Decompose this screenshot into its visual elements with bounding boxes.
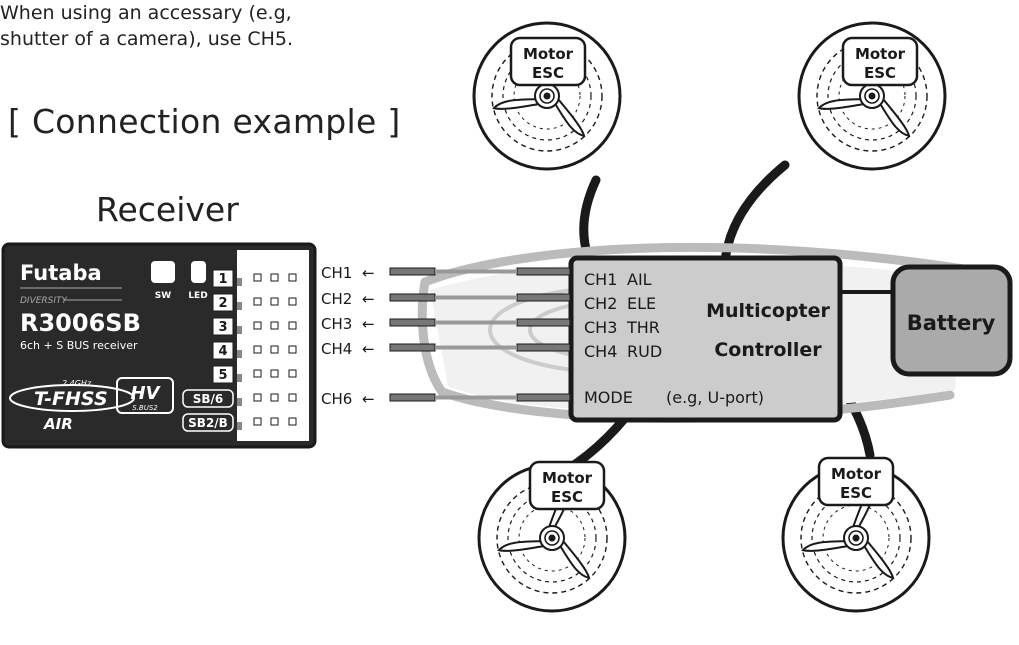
port-sb2b: SB2/B — [188, 416, 228, 430]
svg-text:ESC: ESC — [551, 488, 583, 506]
svg-text:ESC: ESC — [864, 64, 896, 82]
svg-text:Motor: Motor — [831, 465, 882, 483]
port-2: 2 — [218, 296, 227, 311]
channel-label-ch2: CH2 — [321, 290, 352, 308]
motor-esc-label-4: Motor ESC — [817, 456, 895, 507]
receiver-brand: Futaba — [20, 261, 102, 285]
controller-input-ail: AIL — [627, 270, 652, 289]
receiver: Futaba DIVERSITY R3006SB 6ch + S BUS rec… — [1, 242, 317, 449]
receiver-heading: Receiver — [96, 190, 239, 229]
note-line-1: When using an accessary (e.g, — [0, 2, 292, 24]
port-3: 3 — [218, 320, 227, 335]
port-4: 4 — [218, 344, 227, 359]
receiver-diversity: DIVERSITY — [20, 296, 69, 306]
receiver-pin-grid — [253, 273, 297, 426]
receiver-air: AIR — [43, 415, 73, 433]
svg-text:ESC: ESC — [840, 484, 872, 502]
svg-text:ESC: ESC — [532, 64, 564, 82]
channel-label-ch4: CH4 — [321, 340, 352, 358]
arrow-icon: ← — [362, 315, 375, 333]
controller-input-ch4: CH4 — [584, 342, 617, 361]
multicopter-controller: CH1 AIL CH2 ELE CH3 THR CH4 RUD MODE (e.… — [568, 255, 843, 423]
channel-label-ch1: CH1 — [321, 264, 352, 282]
sw-label: SW — [155, 291, 171, 301]
channel-cables — [389, 267, 571, 402]
page-title: [ Connection example ] — [8, 102, 401, 141]
battery: Battery — [890, 264, 1013, 377]
note-line-2: shutter of a camera), use CH5. — [0, 28, 294, 50]
accessory-note: When using an accessary (e.g, shutter of… — [0, 0, 1019, 52]
controller-input-thr: THR — [626, 318, 660, 337]
arrow-icon: ← — [362, 340, 375, 358]
controller-input-rud: RUD — [627, 342, 662, 361]
arrow-icon: ← — [362, 264, 375, 282]
motor-esc-label-1: Motor ESC — [509, 36, 587, 87]
receiver-sbus2: S.BUS2 — [132, 404, 158, 412]
svg-text:Motor: Motor — [523, 45, 574, 63]
port-5: 5 — [218, 368, 227, 383]
controller-input-ele: ELE — [627, 294, 656, 313]
receiver-description: 6ch + S BUS receiver — [20, 339, 138, 352]
arrow-icon: ← — [362, 390, 375, 408]
svg-text:Battery: Battery — [907, 311, 996, 335]
motor-esc-label-2: Motor ESC — [841, 36, 919, 87]
svg-text:Motor: Motor — [855, 45, 906, 63]
port-1: 1 — [218, 272, 227, 287]
arrow-icon: ← — [362, 290, 375, 308]
controller-input-ch1: CH1 — [584, 270, 617, 289]
receiver-port-labels: 1 2 3 4 5 SB/6 SB2/B — [182, 269, 234, 432]
channel-label-ch6: CH6 — [321, 390, 352, 408]
motor-esc-label-3: Motor ESC — [528, 460, 606, 511]
controller-input-ch2: CH2 — [584, 294, 617, 313]
led-label: LED — [188, 291, 207, 301]
controller-mode-label: MODE — [584, 388, 633, 407]
port-sb6: SB/6 — [193, 392, 224, 406]
channel-label-ch3: CH3 — [321, 315, 352, 333]
svg-text:Motor: Motor — [542, 469, 593, 487]
controller-input-ch3: CH3 — [584, 318, 617, 337]
controller-mode-note: (e.g, U-port) — [666, 388, 764, 407]
receiver-freq: 2.4GHz — [62, 379, 92, 388]
receiver-hv: HV — [131, 383, 162, 404]
controller-title-line2: Controller — [714, 339, 822, 361]
receiver-model: R3006SB — [20, 309, 141, 337]
controller-title-line1: Multicopter — [706, 300, 830, 322]
receiver-protocol: T-FHSS — [34, 388, 108, 410]
